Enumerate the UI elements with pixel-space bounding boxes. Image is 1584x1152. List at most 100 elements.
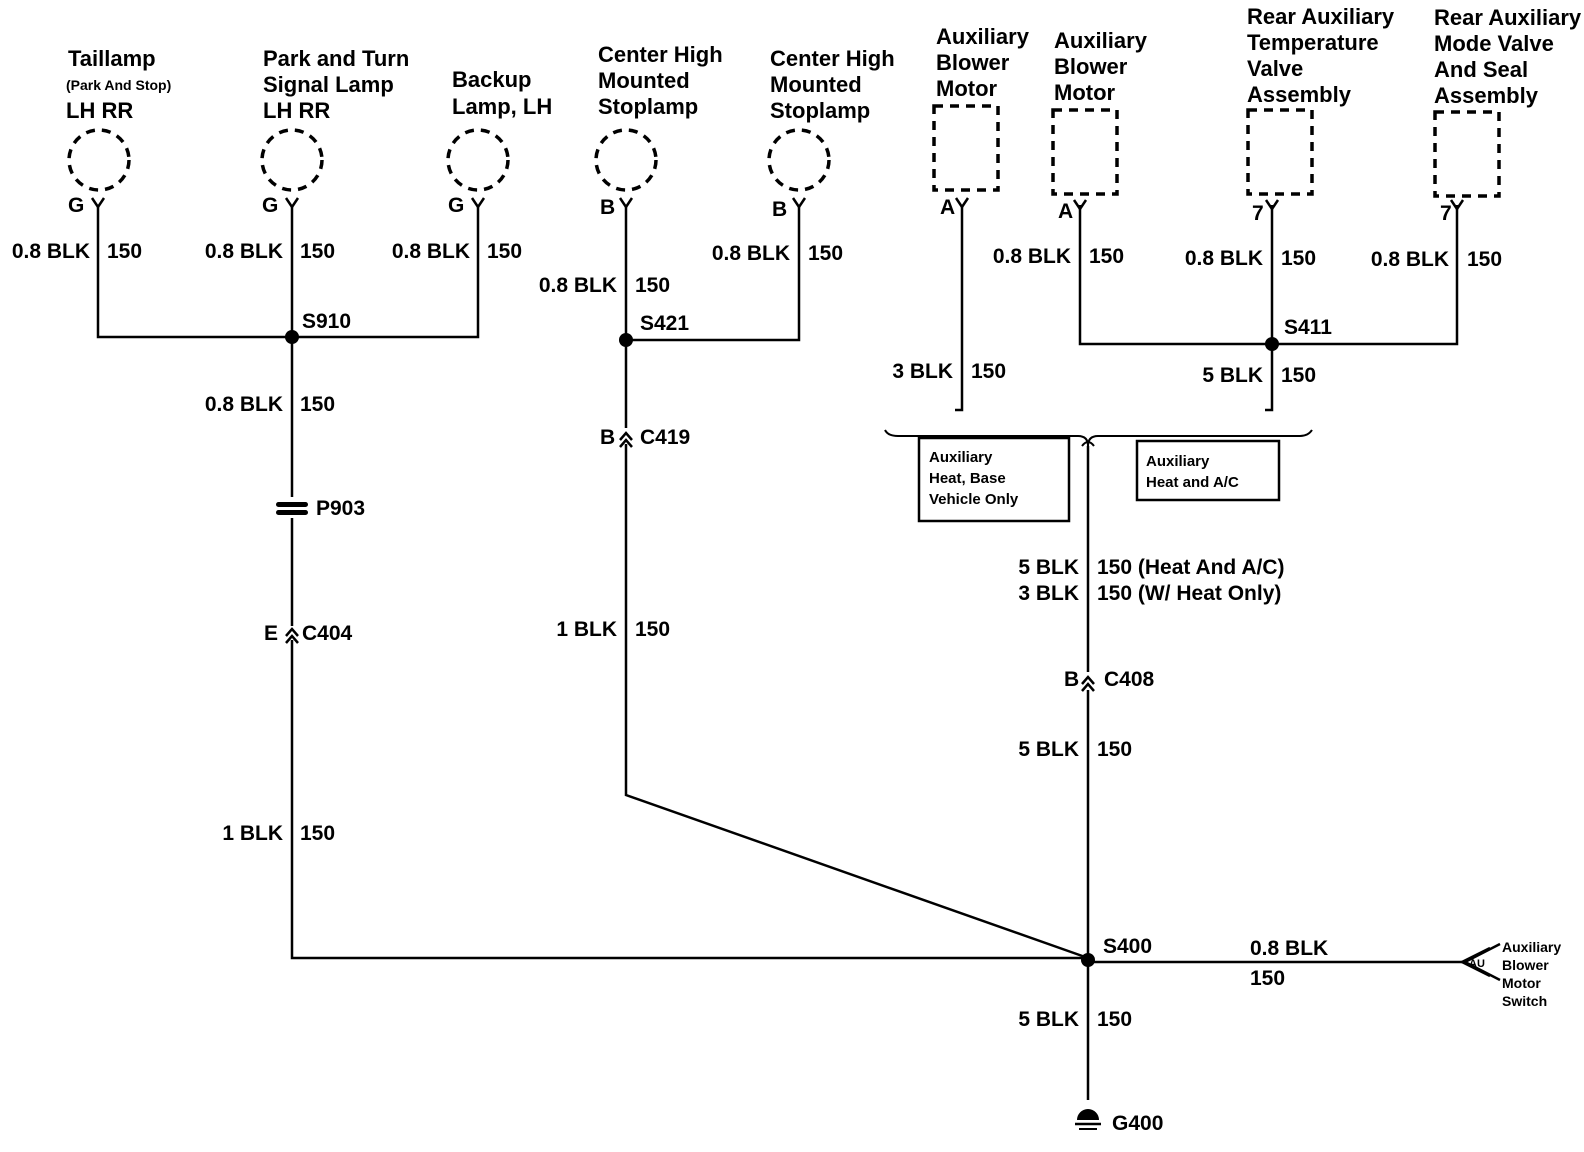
svg-text:And Seal: And Seal [1434, 57, 1528, 82]
pin-labels: G G G B B A A 7 7 [68, 194, 1452, 225]
svg-text:Taillamp: Taillamp [68, 46, 156, 71]
svg-text:0.8 BLK: 0.8 BLK [539, 274, 617, 297]
taillamp-label: Taillamp (Park And Stop) LH RR [66, 46, 171, 123]
aux-blower-switch-connector-icon [1459, 942, 1501, 982]
svg-text:Motor: Motor [1054, 80, 1116, 105]
svg-text:150: 150 [1281, 247, 1316, 270]
splice-s400-label: S400 [1103, 935, 1152, 958]
splice-s421-dot [619, 333, 633, 347]
p903-label: P903 [316, 497, 365, 520]
option-box-base [917, 436, 1071, 523]
svg-text:150: 150 [1097, 1008, 1132, 1031]
rear-mode-valve-box-icon [1433, 110, 1501, 198]
svg-text:Mounted: Mounted [770, 72, 862, 97]
svg-text:Auxiliary: Auxiliary [929, 449, 993, 466]
svg-text:Center High: Center High [598, 42, 723, 67]
svg-text:Blower: Blower [936, 50, 1010, 75]
park-turn-lamp-icon [260, 128, 324, 192]
svg-text:Mounted: Mounted [598, 68, 690, 93]
svg-text:150: 150 [300, 240, 335, 263]
rear-mode-valve-label: Rear Auxiliary Mode Valve And Seal Assem… [1434, 5, 1582, 108]
aux-blower-switch-label: Auxiliary Blower Motor Switch AU [1469, 939, 1561, 1009]
svg-text:150: 150 [487, 240, 522, 263]
svg-text:Auxiliary: Auxiliary [936, 24, 1030, 49]
svg-text:A: A [940, 196, 955, 219]
svg-text:LH RR: LH RR [263, 98, 330, 123]
aux-blower-1-box-icon [932, 104, 1000, 192]
svg-text:Heat, Base: Heat, Base [929, 470, 1006, 487]
svg-text:B: B [600, 196, 615, 219]
splice-s400-dot [1081, 953, 1095, 967]
svg-text:Motor: Motor [1502, 975, 1541, 991]
svg-text:Auxiliary: Auxiliary [1502, 939, 1561, 955]
svg-text:Stoplamp: Stoplamp [598, 94, 698, 119]
svg-text:150: 150 [1281, 364, 1316, 387]
splice-s910-label: S910 [302, 310, 351, 333]
svg-text:150: 150 [107, 240, 142, 263]
svg-text:Park and Turn: Park and Turn [263, 46, 409, 71]
svg-text:150 (Heat And A/C): 150 (Heat And A/C) [1097, 556, 1284, 579]
svg-text:5 BLK: 5 BLK [1018, 556, 1079, 579]
svg-text:LH RR: LH RR [66, 98, 133, 123]
svg-text:150: 150 [635, 618, 670, 641]
svg-text:G: G [262, 194, 278, 217]
svg-text:5 BLK: 5 BLK [1202, 364, 1263, 387]
svg-text:0.8 BLK: 0.8 BLK [1185, 247, 1263, 270]
svg-text:150: 150 [971, 360, 1006, 383]
svg-text:1 BLK: 1 BLK [222, 822, 283, 845]
splice-s421-label: S421 [640, 312, 689, 335]
svg-text:Rear Auxiliary: Rear Auxiliary [1247, 4, 1395, 29]
svg-text:150: 150 [300, 393, 335, 416]
svg-text:Signal Lamp: Signal Lamp [263, 72, 394, 97]
svg-text:5 BLK: 5 BLK [1018, 1008, 1079, 1031]
taillamp-lamp-icon [67, 128, 131, 192]
p903-pass-through-icon [276, 502, 308, 515]
svg-text:5 BLK: 5 BLK [1018, 738, 1079, 761]
chmsl-1-lamp-icon [594, 128, 658, 192]
lamp-symbols [67, 128, 831, 192]
svg-text:G: G [68, 194, 84, 217]
svg-text:Stoplamp: Stoplamp [770, 98, 870, 123]
svg-text:Valve: Valve [1247, 56, 1303, 81]
component-boxes [932, 104, 1501, 198]
backup-label: Backup Lamp, LH [452, 67, 552, 119]
svg-text:Blower: Blower [1054, 54, 1128, 79]
svg-text:0.8 BLK: 0.8 BLK [205, 393, 283, 416]
svg-text:0.8 BLK: 0.8 BLK [993, 245, 1071, 268]
svg-text:150: 150 [300, 822, 335, 845]
svg-text:0.8 BLK: 0.8 BLK [392, 240, 470, 263]
backup-lamp-icon [446, 128, 510, 192]
svg-text:G: G [448, 194, 464, 217]
svg-text:150: 150 [635, 274, 670, 297]
c404-label: C404 [302, 622, 353, 645]
aux-blower-1-label: Auxiliary Blower Motor [936, 24, 1030, 101]
aux-blower-switch-code: AU [1469, 958, 1485, 970]
svg-text:Rear Auxiliary: Rear Auxiliary [1434, 5, 1582, 30]
svg-text:Backup: Backup [452, 67, 531, 92]
svg-text:Vehicle Only: Vehicle Only [929, 491, 1019, 508]
svg-text:B: B [772, 198, 787, 221]
svg-text:(Park And Stop): (Park And Stop) [66, 77, 171, 93]
svg-text:Mode Valve: Mode Valve [1434, 31, 1554, 56]
c408-pin: B [1064, 668, 1079, 691]
c404-pin: E [264, 622, 278, 645]
svg-text:7: 7 [1252, 202, 1264, 225]
wire-labels: 0.8 BLK 150 0.8 BLK 150 0.8 BLK 150 0.8 … [12, 240, 1502, 1031]
svg-text:0.8 BLK: 0.8 BLK [1371, 248, 1449, 271]
svg-text:0.8 BLK: 0.8 BLK [12, 240, 90, 263]
chmsl-2-lamp-icon [767, 128, 831, 192]
svg-text:Heat and A/C: Heat and A/C [1146, 474, 1239, 491]
svg-text:Center High: Center High [770, 46, 895, 71]
svg-text:0.8 BLK: 0.8 BLK [712, 242, 790, 265]
svg-text:150: 150 [1089, 245, 1124, 268]
svg-text:Auxiliary: Auxiliary [1146, 453, 1210, 470]
node-labels: S910 S421 S411 S400 B C419 E C404 B C408… [264, 310, 1332, 1135]
option-bracket [884, 429, 1313, 447]
svg-text:150: 150 [808, 242, 843, 265]
svg-text:Lamp, LH: Lamp, LH [452, 94, 552, 119]
svg-text:Temperature: Temperature [1247, 30, 1379, 55]
svg-text:Blower: Blower [1502, 957, 1549, 973]
svg-text:1 BLK: 1 BLK [556, 618, 617, 641]
aux-blower-2-label: Auxiliary Blower Motor [1054, 28, 1148, 105]
